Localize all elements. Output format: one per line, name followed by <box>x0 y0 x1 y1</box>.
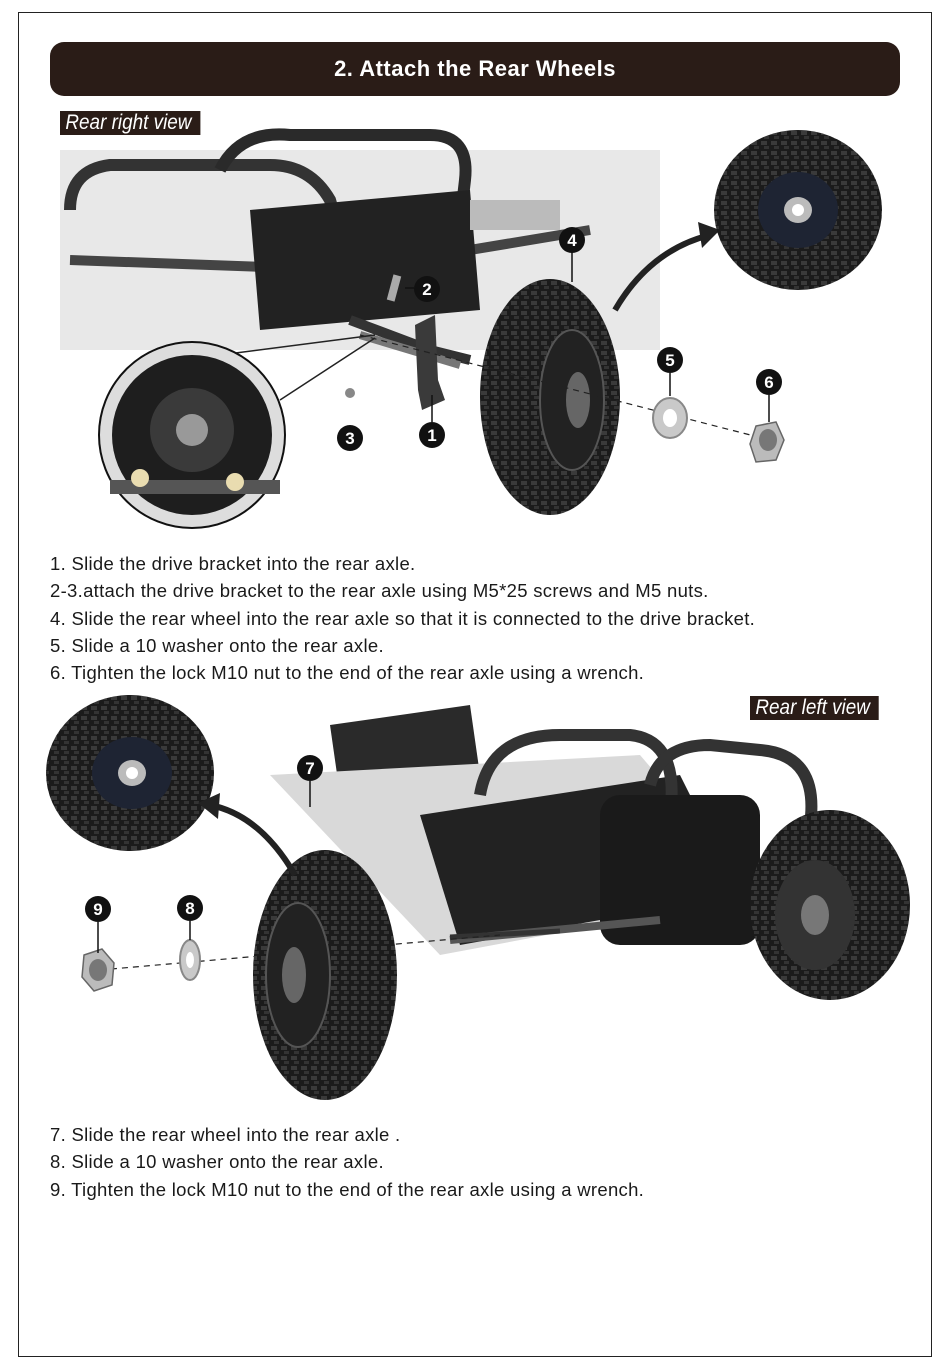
svg-text:4: 4 <box>567 231 577 250</box>
callout-3: 3 <box>337 425 363 451</box>
svg-text:6: 6 <box>764 373 773 392</box>
page-border <box>18 12 932 1357</box>
callout-4: 4 <box>559 227 585 282</box>
section-title: 2. Attach the Rear Wheels <box>334 56 616 81</box>
svg-text:7: 7 <box>305 759 314 778</box>
m5-screw <box>386 274 402 302</box>
callout-2: 2 <box>405 276 440 302</box>
svg-text:9: 9 <box>93 900 102 919</box>
drive-bracket <box>415 315 445 410</box>
rear-axle <box>449 928 561 940</box>
step-7: 7. Slide the rear wheel into the rear ax… <box>50 1124 401 1145</box>
arrow-curved-right <box>612 232 711 312</box>
svg-text:2: 2 <box>422 280 431 299</box>
m5-nut <box>345 388 355 398</box>
inset-wheel-left <box>46 695 214 851</box>
step-1: 1. Slide the drive bracket into the rear… <box>50 553 416 574</box>
callout-6: 6 <box>756 369 782 422</box>
instructions-bottom: 7. Slide the rear wheel into the rear ax… <box>50 1121 644 1203</box>
lock-nut-m10-left <box>81 948 115 992</box>
rear-left-assembly-illustration: 7 9 8 <box>46 695 910 1100</box>
rear-right-assembly-illustration: 4 2 1 3 5 6 <box>60 128 882 529</box>
far-rear-wheel <box>750 810 910 1000</box>
step-2-3: 2-3.attach the drive bracket to the rear… <box>50 580 709 602</box>
callout-5: 5 <box>657 347 683 396</box>
instructions-top: 1. Slide the drive bracket into the rear… <box>50 550 755 686</box>
callout-1: 1 <box>419 395 445 448</box>
detail-zoom-circle <box>98 334 376 529</box>
step-5: 5. Slide a 10 washer onto the rear axle. <box>50 634 384 656</box>
step-6: 6. Tighten the lock M10 nut to the end o… <box>50 662 645 684</box>
rear-wheel-right <box>480 279 620 515</box>
svg-text:8: 8 <box>185 899 194 918</box>
step-9: 9. Tighten the lock M10 nut to the end o… <box>50 1178 645 1200</box>
rear-right-view-label: Rear right view <box>60 111 201 135</box>
rear-wheel-left <box>253 850 397 1100</box>
svg-text:3: 3 <box>345 429 354 448</box>
callout-7: 7 <box>297 755 323 807</box>
step-4: 4. Slide the rear wheel into the rear ax… <box>50 607 756 629</box>
inset-wheel-right <box>714 130 882 290</box>
step-8: 8. Slide a 10 washer onto the rear axle. <box>50 1151 384 1173</box>
callout-9: 9 <box>85 896 111 953</box>
arrow-curved-left <box>209 802 298 877</box>
rear-left-view-label: Rear left view <box>750 696 879 720</box>
svg-text:1: 1 <box>427 426 436 445</box>
kart-frame-rear-left <box>270 705 818 955</box>
svg-text:5: 5 <box>665 351 674 370</box>
lock-nut-m10-right <box>749 421 785 463</box>
section-title-bar: 2. Attach the Rear Wheels <box>50 42 900 96</box>
callout-8: 8 <box>177 895 203 940</box>
